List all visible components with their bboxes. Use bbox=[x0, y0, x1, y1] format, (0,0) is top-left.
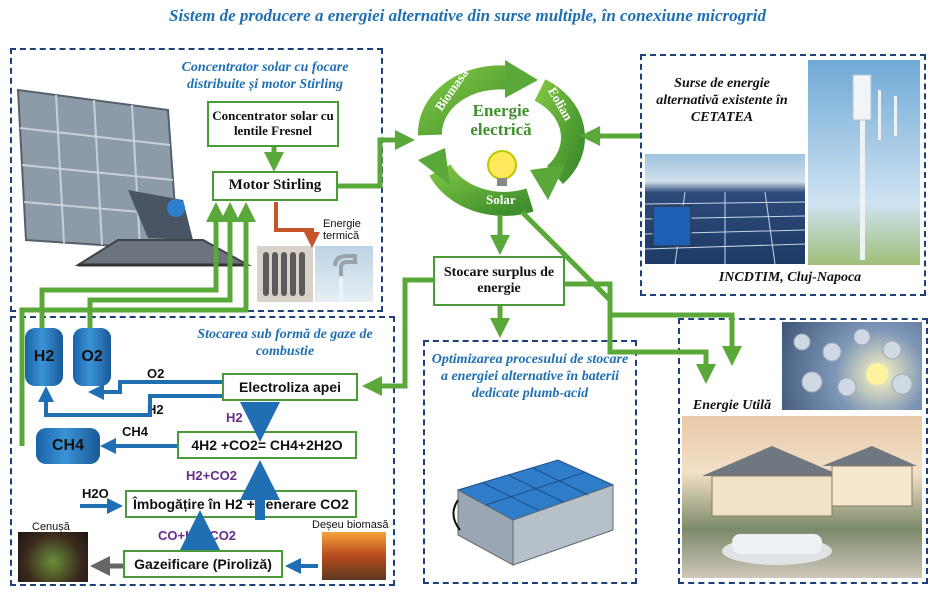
existing-sources-heading: Surse de energie alternativă existente î… bbox=[656, 76, 788, 125]
gas-storage-heading: Stocarea sub formă de gaze de combustie bbox=[197, 327, 373, 359]
page-title: Sistem de producere a energiei alternati… bbox=[169, 6, 766, 25]
stirling-engine-box: Motor Stirling bbox=[212, 171, 338, 201]
energy-storage-box: Stocare surplus de energie bbox=[433, 256, 565, 306]
thermal-energy-label: Energie termică bbox=[323, 218, 361, 243]
ch4-tank: CH4 bbox=[36, 428, 100, 464]
useful-energy-panel bbox=[678, 318, 928, 584]
h2-tank-label: H2 bbox=[33, 348, 55, 365]
o2-tank: O2 bbox=[73, 328, 111, 386]
biomass-waste-label: Deșeu biomasă bbox=[312, 519, 389, 531]
location-label: INCDTIM, Cluj-Napoca bbox=[718, 270, 862, 285]
solar-label: Solar bbox=[486, 192, 516, 207]
methanation-box: 4H2 +CO2= CH4+2H2O bbox=[177, 431, 357, 459]
electric-energy-label: Energie electrică bbox=[470, 101, 532, 139]
ch4-tank-label: CH4 bbox=[51, 437, 84, 454]
enrichment-box: Îmbogățire în H2 +Generare CO2 bbox=[125, 490, 357, 518]
existing-sources-panel bbox=[640, 54, 926, 296]
battery-bank-image bbox=[448, 440, 618, 570]
wind-label: Eolian bbox=[544, 84, 577, 124]
electrolysis-box: Electroliza apei bbox=[222, 373, 358, 401]
faucet-image bbox=[315, 246, 373, 302]
h2-tank: H2 bbox=[25, 328, 63, 386]
fresnel-concentrator-box: Concentrator solar cu lentile Fresnel bbox=[207, 101, 339, 147]
h2-co2-purple-label: H2+CO2 bbox=[186, 468, 237, 483]
solar-farm-image bbox=[645, 154, 805, 264]
o2-flow-label: O2 bbox=[147, 366, 165, 381]
h2-flow-label: H2 bbox=[147, 402, 164, 417]
useful-energy-heading: Energie Utilă bbox=[692, 398, 772, 413]
battery-heading: Optimizarea procesului de stocare a ener… bbox=[431, 352, 629, 401]
wind-turbine-image bbox=[808, 60, 920, 265]
ash-label: Cenușă bbox=[32, 521, 70, 533]
house-ev-image bbox=[682, 416, 922, 578]
gasification-box: Gazeificare (Piroliză) bbox=[123, 550, 283, 578]
h2-purple-label: H2 bbox=[226, 410, 243, 425]
light-bulbs-image bbox=[782, 322, 922, 410]
h2o-label: H2O bbox=[82, 486, 109, 501]
radiator-image bbox=[257, 246, 313, 302]
o2-tank-label: O2 bbox=[81, 348, 103, 365]
co-h2-co2-purple-label: CO+H2+CO2 bbox=[158, 528, 237, 543]
ash-plant-image bbox=[18, 532, 88, 582]
solar-concentrator-heading: Concentrator solar cu focare distribuite… bbox=[181, 60, 349, 92]
biomass-waste-image bbox=[322, 532, 386, 580]
ch4-flow-label: CH4 bbox=[122, 424, 149, 439]
